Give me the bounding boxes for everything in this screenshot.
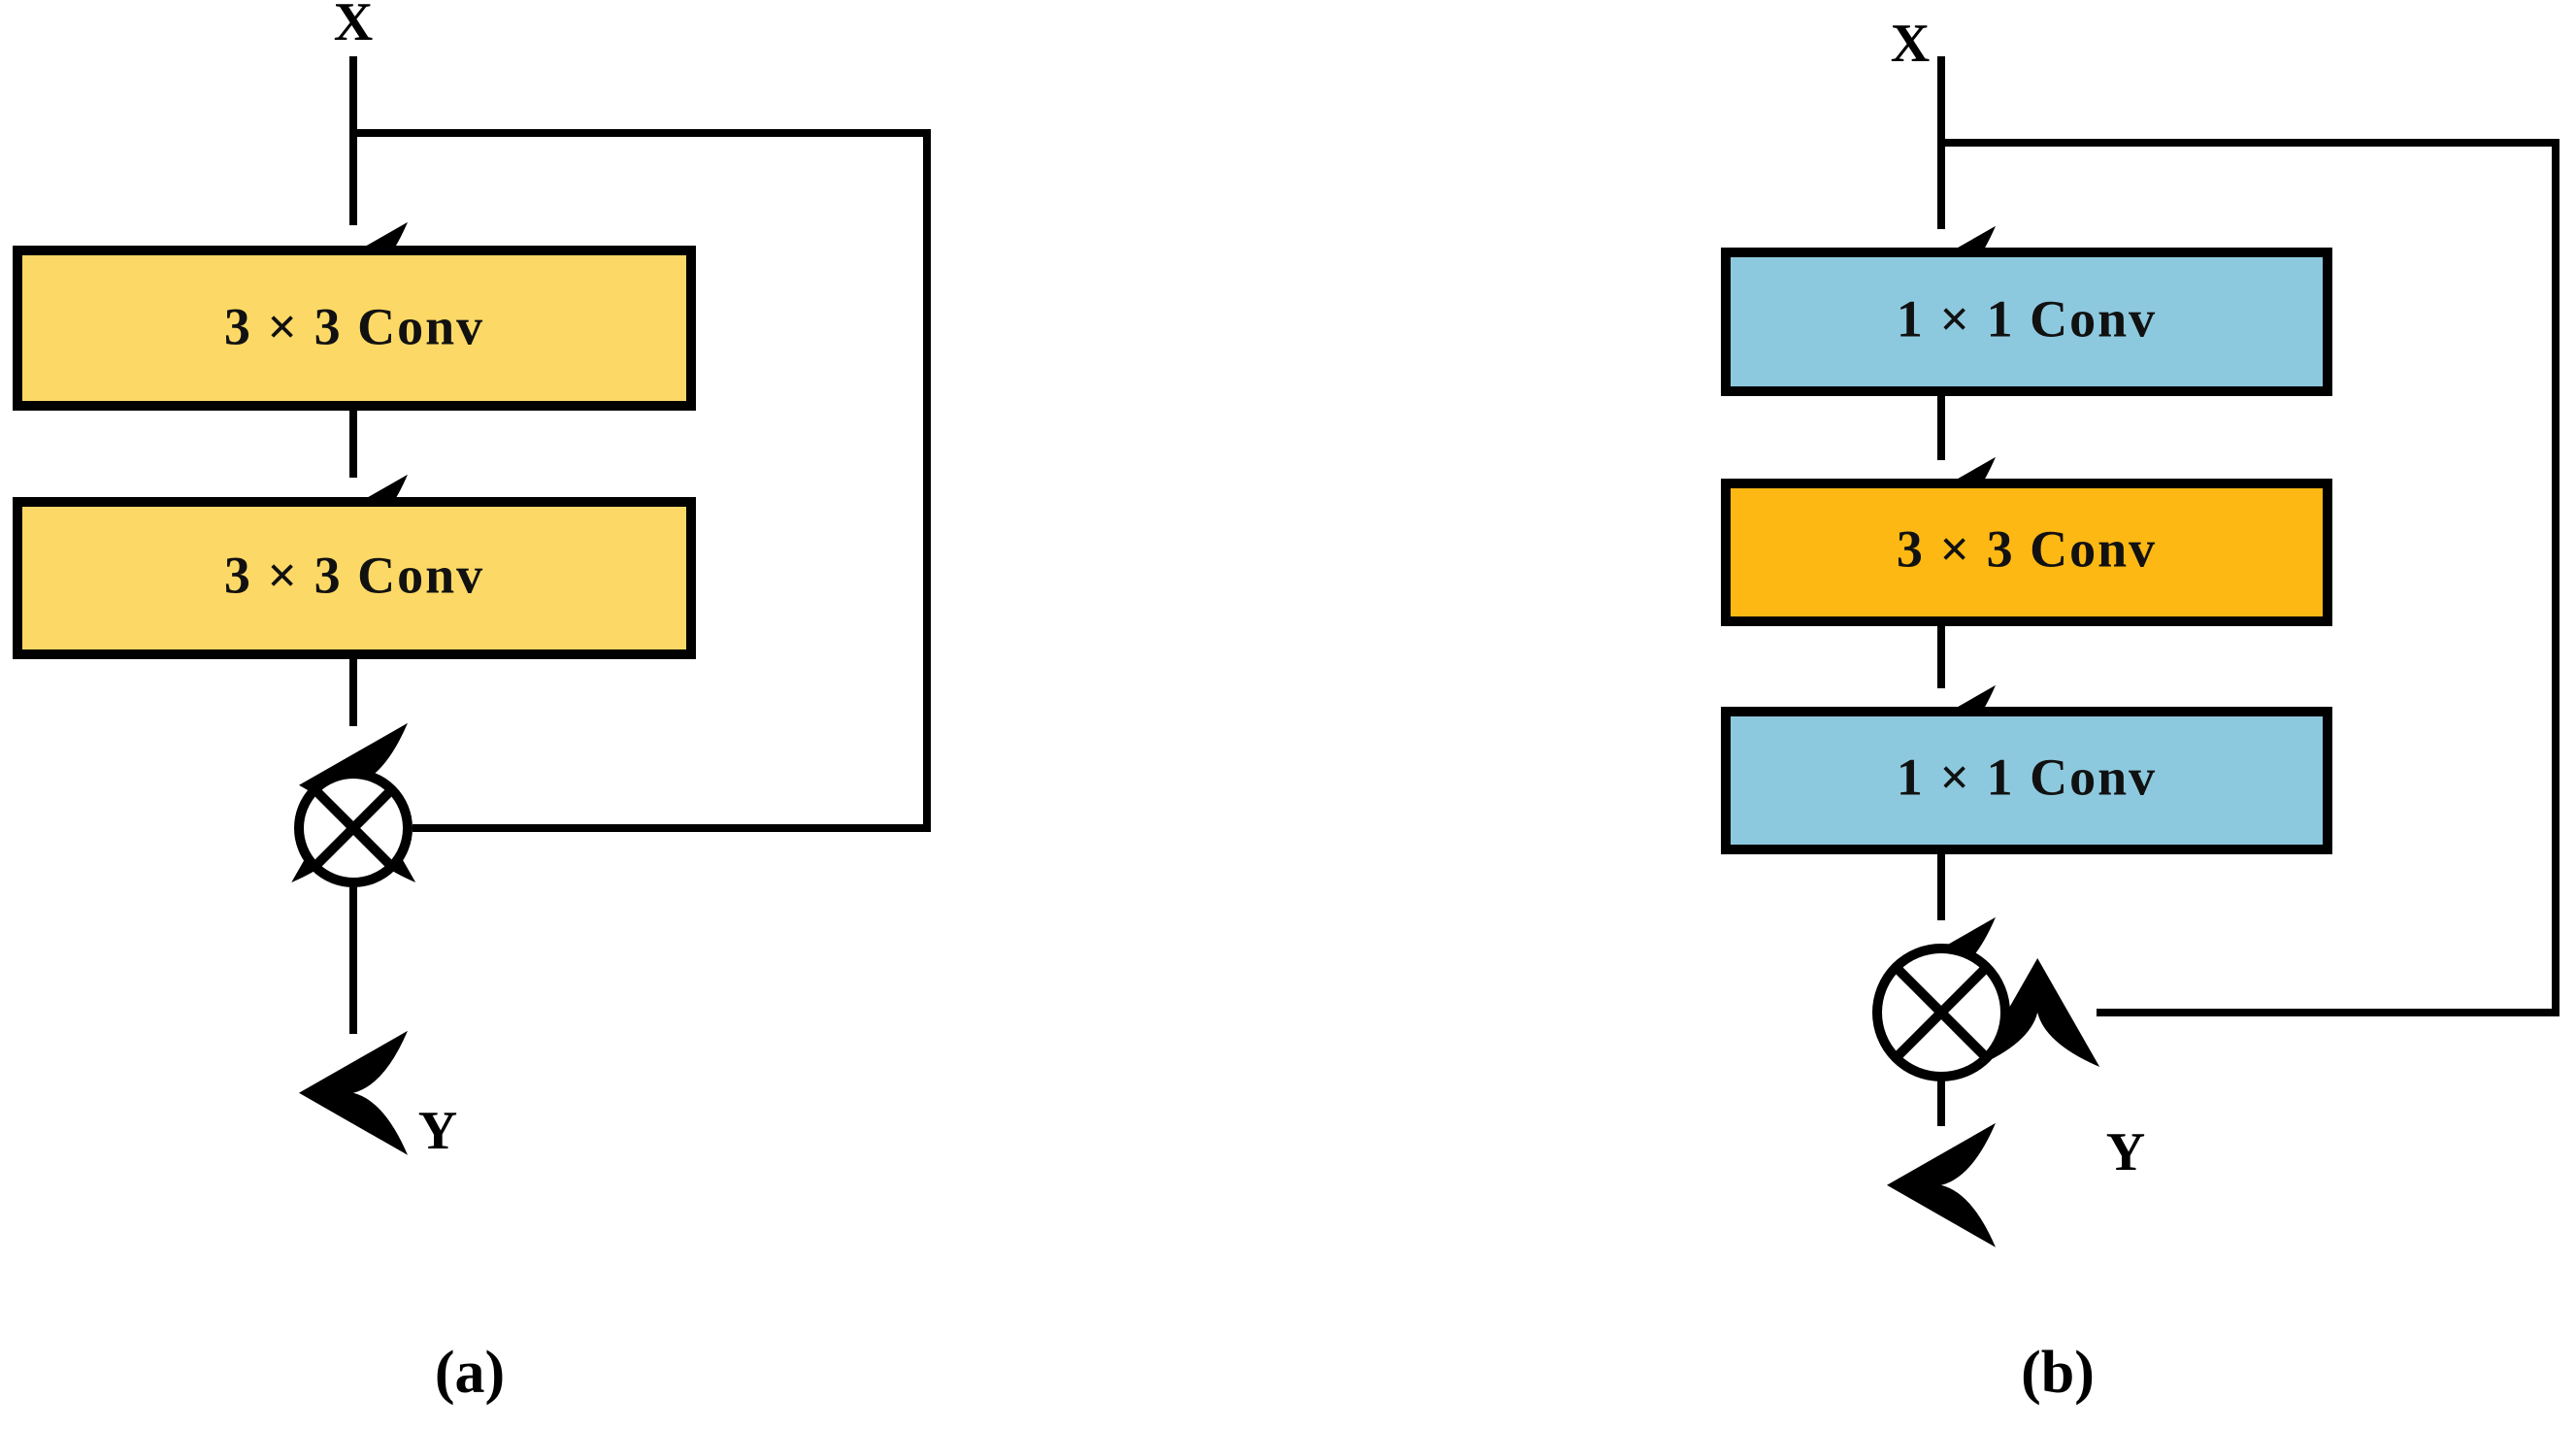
panel-b-block-2[interactable]	[1721, 479, 2332, 626]
panel-a-block-2-label: 3 × 3 Conv	[224, 546, 484, 604]
panel-b-block-1-label: 1 × 1 Conv	[1897, 289, 2157, 348]
panel-a-skip-connection	[291, 129, 931, 882]
panel-a-input-label: X	[334, 0, 373, 52]
panel-b: X 1 × 1 Conv 3 × 3 Conv 1 × 1 Conv	[1721, 14, 2559, 1406]
panel-a-caption: (a)	[435, 1340, 505, 1406]
panel-b-skip-connection	[1941, 139, 2559, 1067]
panel-a: X 3 × 3 Conv 3 × 3 Conv	[13, 0, 931, 1406]
panel-b-caption: (b)	[2021, 1340, 2095, 1406]
panel-b-block-3[interactable]	[1721, 707, 2332, 854]
panel-b-input-label: X	[1891, 14, 1930, 74]
panel-b-block-1[interactable]	[1721, 248, 2332, 396]
panel-a-output-label: Y	[418, 1101, 457, 1161]
panel-b-block-3-label: 1 × 1 Conv	[1897, 748, 2157, 806]
panel-b-merge-cross-stroke-2	[1892, 963, 1991, 1062]
panel-a-block-2[interactable]	[13, 497, 696, 659]
panel-a-block-1-label: 3 × 3 Conv	[224, 297, 484, 355]
panel-a-merge-cross-stroke-2	[311, 785, 396, 871]
panel-a-merge-node[interactable]	[294, 769, 413, 887]
panel-b-output-label: Y	[2106, 1122, 2145, 1182]
panel-b-block-2-label: 3 × 3 Conv	[1897, 519, 2157, 578]
panel-b-merge-node[interactable]	[1872, 944, 2010, 1081]
